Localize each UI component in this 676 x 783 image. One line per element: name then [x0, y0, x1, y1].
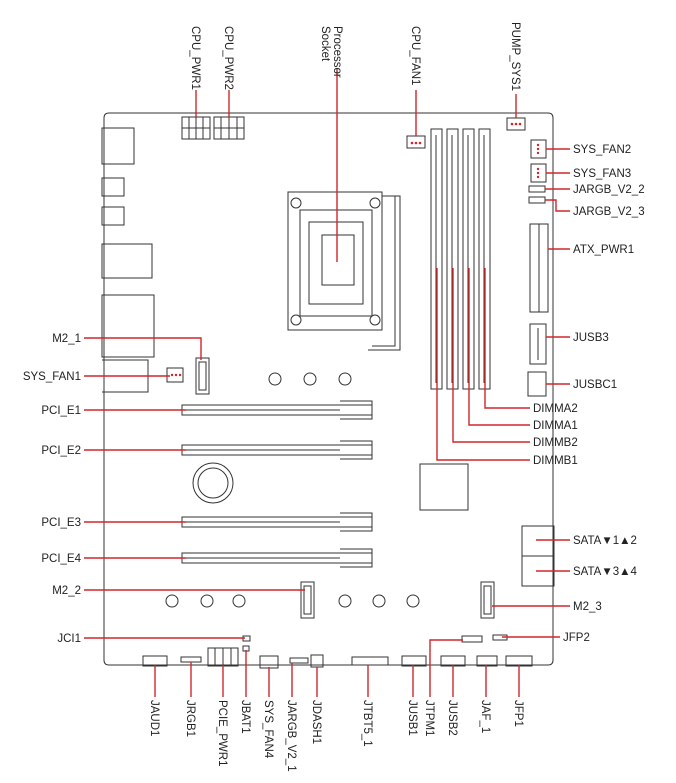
m2-2-slot	[300, 581, 315, 619]
label-sata-1-2: SATA▼1▲2	[573, 535, 637, 547]
cmos-battery	[192, 462, 234, 504]
label-sys-fan3: SYS_FAN3	[573, 168, 631, 180]
label-sys-fan2: SYS_FAN2	[573, 144, 631, 156]
label-atx-pwr1: ATX_PWR1	[573, 244, 634, 256]
label-jusbc1: JUSBC1	[573, 379, 617, 391]
label-jci1: JCI1	[57, 633, 81, 645]
left-labels: M2_1 SYS_FAN1 PCI_E1 PCI_E2 PCI_E3 PCI_E…	[23, 333, 82, 645]
label-jrgb1: JRGB1	[184, 700, 196, 737]
label-m2-2: M2_2	[52, 585, 81, 597]
sys-fan3-header	[530, 163, 547, 183]
jusb3-header	[529, 323, 547, 365]
label-jtbt5-1: JTBT5_1	[361, 700, 373, 747]
cpu-fan1-header	[406, 135, 426, 149]
cpu-pwr2-connector	[213, 116, 245, 140]
dimm-slots	[430, 128, 491, 390]
m2-3-slot	[480, 581, 495, 619]
pci-e3-slot	[181, 512, 373, 532]
label-jusb1: JUSB1	[406, 700, 418, 736]
label-jbat1: JBAT1	[239, 700, 251, 734]
label-dimmb2: DIMMB2	[533, 437, 578, 449]
label-jfp1: JFP1	[512, 700, 524, 727]
label-dimma2: DIMMA2	[533, 403, 578, 415]
jargb-v2-2-header	[528, 185, 546, 193]
top-labels: CPU_PWR1 CPU_PWR2 Processor Socket CPU_F…	[189, 22, 521, 91]
label-m2-1: M2_1	[52, 333, 81, 345]
label-jaud1: JAUD1	[148, 700, 160, 736]
label-pci-e1: PCI_E1	[41, 405, 81, 417]
label-jargb-v2-1: JARGB_V2_1	[285, 700, 297, 772]
processor-socket	[287, 191, 401, 351]
mounting-standoffs	[165, 372, 420, 608]
label-cpu-fan1: CPU_FAN1	[409, 26, 421, 85]
label-sys-fan4: SYS_FAN4	[262, 700, 274, 759]
label-jusb2: JUSB2	[446, 700, 458, 736]
label-processor-socket-line2: Socket	[319, 26, 331, 62]
sys-fan2-header	[530, 139, 547, 159]
sys-fan1-header	[166, 367, 184, 383]
sata-ports	[521, 525, 555, 587]
label-pci-e2: PCI_E2	[41, 445, 81, 457]
label-sata-3-4: SATA▼3▲4	[573, 566, 637, 578]
label-cpu-pwr1: CPU_PWR1	[189, 26, 201, 90]
right-labels: SYS_FAN2 SYS_FAN3 JARGB_V2_2 JARGB_V2_3 …	[533, 144, 645, 644]
pci-e1-slot	[181, 400, 373, 420]
label-dimma1: DIMMA1	[533, 420, 578, 432]
label-pcie-pwr1: PCIE_PWR1	[216, 700, 228, 766]
pump-sys1-header	[506, 117, 526, 131]
label-jdash1: JDASH1	[310, 700, 322, 744]
label-jargb-v2-3: JARGB_V2_3	[573, 206, 645, 218]
callout-lines	[84, 68, 570, 697]
chipset	[419, 463, 469, 511]
jargb-v2-3-header	[528, 196, 546, 204]
label-pump-sys1: PUMP_SYS1	[509, 22, 521, 91]
label-cpu-pwr2: CPU_PWR2	[222, 26, 234, 90]
motherboard-outline	[103, 112, 554, 666]
label-jargb-v2-2: JARGB_V2_2	[573, 184, 645, 196]
label-processor-socket-line1: Processor	[331, 26, 343, 78]
label-m2-3: M2_3	[573, 601, 602, 613]
bottom-headers	[142, 634, 533, 669]
label-jaf-1: JAF_1	[479, 700, 491, 733]
label-jfp2: JFP2	[563, 632, 590, 644]
atx-pwr1-connector	[529, 223, 549, 313]
bottom-labels: JAUD1 JRGB1 PCIE_PWR1 JBAT1 SYS_FAN4 JAR…	[148, 700, 524, 772]
cpu-pwr1-connector	[181, 116, 211, 140]
label-sys-fan1: SYS_FAN1	[23, 371, 81, 383]
label-jtpm1: JTPM1	[423, 700, 435, 736]
m2-1-slot	[195, 357, 210, 395]
label-pci-e3: PCI_E3	[41, 517, 81, 529]
pci-e2-slot	[181, 440, 373, 460]
jusbc1-header	[527, 371, 547, 397]
rear-io-panel	[101, 127, 155, 393]
label-pci-e4: PCI_E4	[41, 553, 81, 565]
label-dimmb1: DIMMB1	[533, 455, 578, 467]
label-jusb3: JUSB3	[573, 332, 609, 344]
pci-e4-slot	[181, 548, 373, 568]
